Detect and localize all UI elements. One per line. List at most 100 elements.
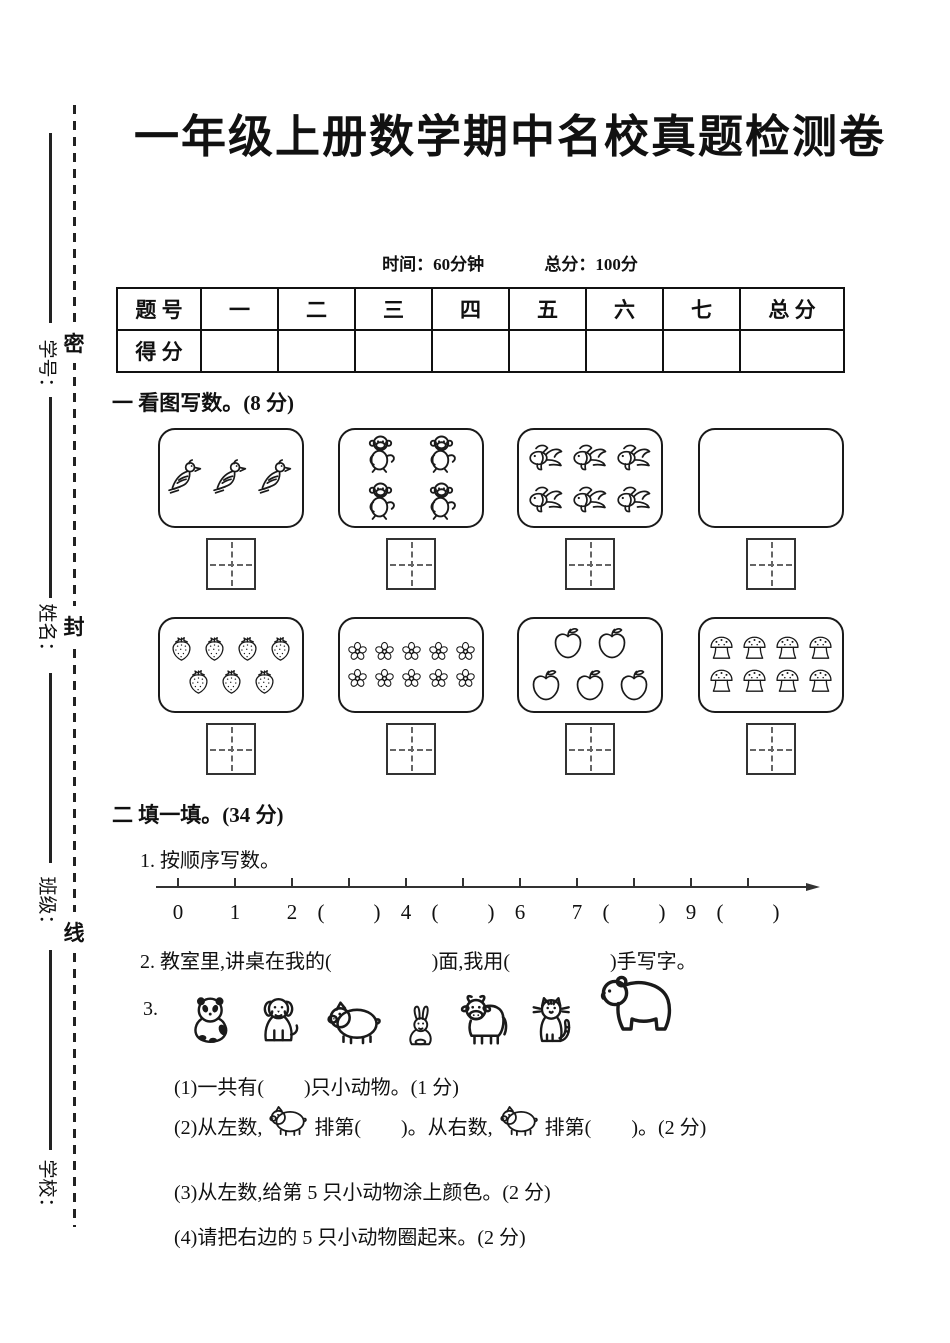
blank-paren: ): [374, 900, 381, 924]
picture-box: [698, 617, 844, 713]
flower-icon: [426, 666, 451, 691]
seal-char-mi: 密: [62, 323, 86, 363]
margin-line-segment: [49, 673, 52, 863]
column-header-2: 二: [277, 287, 356, 331]
seal-dashed-line: [73, 105, 76, 1227]
pig-icon: [495, 1098, 543, 1140]
monkey-icon: [358, 432, 403, 477]
mushroom-icon: [805, 666, 836, 697]
strawberry-icon: [249, 666, 280, 697]
score-table: 题 号 一 二 三 四 五 六 七 总 分 得 分: [116, 287, 845, 373]
tick-label: 6: [515, 900, 526, 924]
name-label: 姓名：: [36, 603, 57, 661]
flower-icon: [345, 666, 370, 691]
count-box-monkeys: [338, 428, 484, 590]
tick-label: 1: [230, 900, 241, 924]
score-cell: [354, 329, 433, 373]
score-cell: [585, 329, 664, 373]
answer-grid: [746, 538, 796, 590]
picture-box: [158, 617, 304, 713]
cat-icon: [526, 990, 582, 1050]
mushroom-icon: [706, 633, 737, 664]
monkey-icon: [419, 432, 464, 477]
column-header-total: 总 分: [739, 287, 845, 331]
question-3-sub4: (4)请把右边的 5 只小动物圈起来。(2 分): [174, 1227, 526, 1249]
question-1-text: 1. 按顺序写数。: [140, 850, 280, 872]
apple-icon: [614, 666, 654, 706]
dog-icon: [254, 992, 310, 1050]
section1-heading: 一 看图写数。(8 分): [112, 391, 294, 415]
strawberry-icon: [265, 633, 296, 664]
row-header-question-number: 题 号: [116, 287, 202, 331]
flower-icon: [345, 639, 370, 664]
picture-box: [158, 428, 304, 528]
blank-paren: (: [603, 900, 610, 924]
fish-icon: [614, 479, 654, 519]
score-cell: [739, 329, 845, 373]
section2-heading: 二 填一填。(34 分): [112, 803, 284, 827]
class-label: 班级：: [36, 876, 57, 934]
fish-icon: [570, 479, 610, 519]
column-header-1: 一: [200, 287, 279, 331]
count-box-flowers: [338, 617, 484, 775]
question-3-sub1: (1)一共有( )只小动物。(1 分): [174, 1077, 459, 1099]
fish-icon: [526, 479, 566, 519]
school-label: 学校：: [36, 1159, 57, 1217]
score-cell: [277, 329, 356, 373]
score-cell: [200, 329, 279, 373]
picture-box: [517, 617, 663, 713]
tick-label: 9: [686, 900, 697, 924]
q3-sub2-part-c: 排第( )。(2 分): [544, 1117, 707, 1139]
question-3-sub3: (3)从左数,给第 5 只小动物涂上颜色。(2 分): [174, 1182, 551, 1204]
answer-grid: [746, 723, 796, 775]
apple-icon: [570, 666, 610, 706]
apple-icon: [548, 624, 588, 664]
bird-icon: [256, 458, 297, 499]
blank-paren: (: [318, 900, 325, 924]
blank-paren: (: [717, 900, 724, 924]
apple-icon: [592, 624, 632, 664]
monkey-icon: [358, 479, 403, 524]
score-cell: [662, 329, 741, 373]
bird-icon: [211, 458, 252, 499]
answer-grid: [206, 723, 256, 775]
pig-icon: [321, 990, 387, 1050]
flower-icon: [399, 666, 424, 691]
pig-icon: [264, 1098, 312, 1140]
student-id-label: 学号：: [36, 339, 57, 397]
strawberry-icon: [199, 633, 230, 664]
animal-row: [186, 966, 756, 1050]
answer-grid: [386, 538, 436, 590]
mushroom-icon: [772, 633, 803, 664]
exam-meta: 时间：60分钟 总分：100分: [110, 250, 910, 275]
q3-sub2-part-b: 排第( )。从右数,: [314, 1117, 493, 1139]
question-3-number: 3.: [143, 998, 158, 1020]
column-header-5: 五: [508, 287, 587, 331]
tick-label: 4: [401, 900, 412, 924]
answer-grid: [565, 538, 615, 590]
count-box-fish: [517, 428, 663, 590]
flower-icon: [372, 639, 397, 664]
count-box-apples: [517, 617, 663, 775]
fish-icon: [614, 437, 654, 477]
strawberry-icon: [232, 633, 263, 664]
answer-grid: [206, 538, 256, 590]
tick-label: 0: [173, 900, 184, 924]
mushroom-icon: [706, 666, 737, 697]
strawberry-icon: [166, 633, 197, 664]
picture-box: [698, 428, 844, 528]
tick-label: 7: [572, 900, 583, 924]
strawberry-icon: [183, 666, 214, 697]
margin-line-segment: [49, 133, 52, 323]
mushroom-icon: [772, 666, 803, 697]
answer-grid: [565, 723, 615, 775]
row-header-score: 得 分: [116, 329, 202, 373]
count-box-mushrooms: [698, 617, 844, 775]
monkey-icon: [419, 479, 464, 524]
question-2-text: 2. 教室里,讲桌在我的( )面,我用( )手写字。: [140, 951, 697, 973]
column-header-6: 六: [585, 287, 664, 331]
flower-icon: [372, 666, 397, 691]
rabbit-icon: [398, 986, 444, 1050]
blank-paren: ): [773, 900, 780, 924]
